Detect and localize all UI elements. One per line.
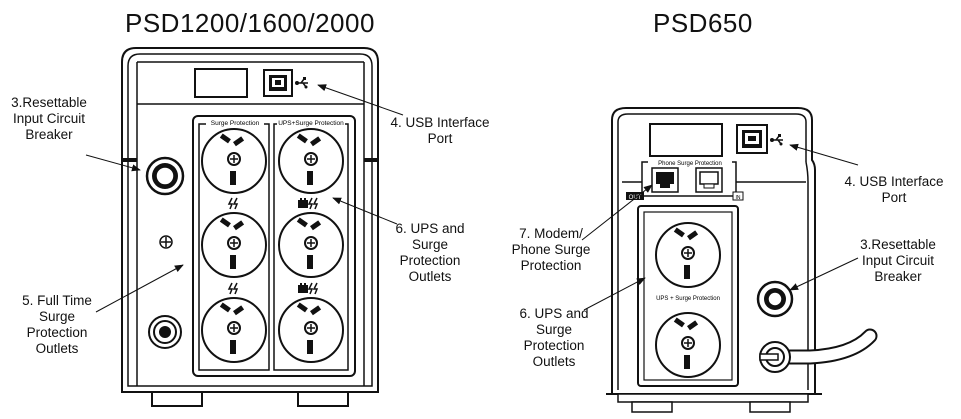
right-usb-callout: 4. USB Interface Port [844, 174, 944, 205]
in-port-mark [732, 191, 744, 201]
left-full-time-leader [95, 264, 184, 313]
right-ups-outlets-callout: 6. UPS and Surge Protection Outlets [519, 306, 589, 369]
right-breaker-callout: 3.Resettable Input Circuit Breaker [860, 237, 936, 284]
left-full-time-callout: 5. Full Time Surge Protection Outlets [22, 293, 92, 356]
ups-outlet-3-icon [278, 297, 344, 363]
right-usb-port [736, 124, 768, 154]
left-ups-outlets-callout: 6. UPS and Surge Protection Outlets [395, 221, 465, 284]
ups-outlet-1-icon [655, 222, 721, 288]
left-display-window [194, 68, 248, 98]
ups-outlet-2-icon [278, 212, 344, 278]
ground-screw-icon [159, 235, 173, 249]
in-port-label: IN [736, 195, 741, 201]
out-port-mark [626, 192, 644, 200]
right-power-cord [759, 328, 878, 373]
right-ups-surge-label: UPS + Surge Protection [656, 296, 720, 302]
left-power-inlet [148, 315, 182, 349]
right-modem-callout: 7. Modem/ Phone Surge Protection [511, 226, 591, 273]
left-model-title: PSD1200/1600/2000 [125, 8, 375, 38]
right-display-window [649, 123, 723, 157]
surge-outlet-1-icon [201, 128, 267, 194]
right-breaker-leader [789, 257, 859, 291]
usb-trident-icon [295, 77, 308, 89]
left-usb-callout: 4. USB Interface Port [390, 115, 490, 146]
ups-outlet-2-icon [655, 312, 721, 378]
ups-outlet-1-icon [278, 128, 344, 194]
surge-protection-label: Surge Protection [211, 120, 260, 127]
phone-surge-ports [641, 161, 737, 197]
ups-surge-protection-label: UPS+Surge Protection [278, 120, 344, 127]
right-model-title: PSD650 [653, 8, 753, 38]
left-usb-port [263, 69, 293, 97]
left-breaker-leader [85, 154, 141, 172]
surge-outlet-3-icon [201, 297, 267, 363]
right-modem-leader [581, 184, 653, 241]
left-breaker-callout: 3.Resettable Input Circuit Breaker [11, 95, 87, 142]
left-ups-outlets-leader [332, 197, 398, 225]
right-usb-leader [789, 143, 859, 166]
right-breaker [756, 280, 794, 318]
surge-outlet-2-icon [201, 212, 267, 278]
right-ups-outlets-leader [583, 277, 646, 311]
left-breaker [145, 156, 185, 196]
left-usb-leader [317, 84, 404, 116]
phone-surge-protection-label: Phone Surge Protection [658, 161, 722, 167]
usb-trident-icon [770, 134, 783, 146]
